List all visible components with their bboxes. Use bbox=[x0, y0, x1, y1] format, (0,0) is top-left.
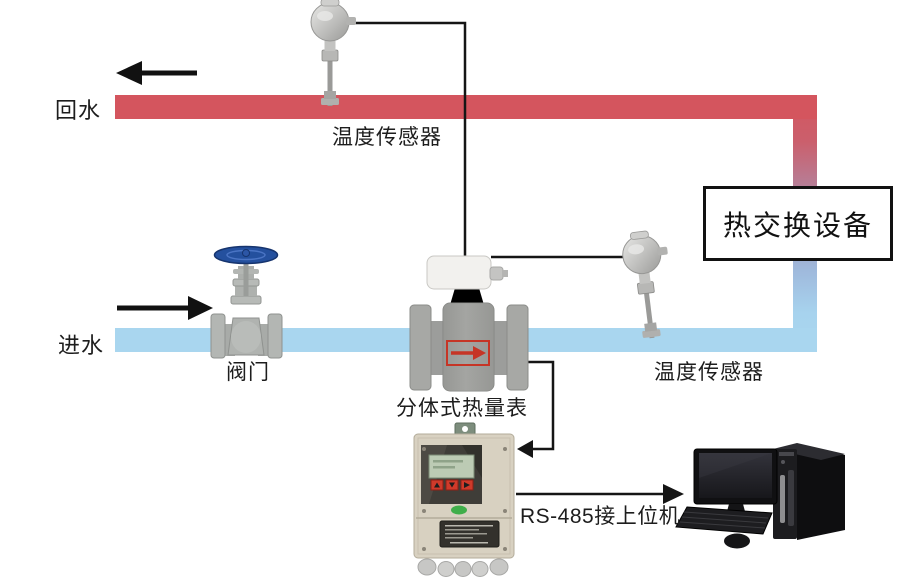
sensor-top-cable bbox=[349, 21, 467, 258]
heat-exchanger-box: 热交换设备 bbox=[703, 186, 893, 261]
gate-valve bbox=[210, 245, 283, 359]
temp-sensor-top bbox=[310, 0, 357, 107]
tower-top bbox=[773, 443, 845, 460]
flow-arrow-right-icon bbox=[117, 296, 213, 320]
temp-sensor-top-label: 温度传感器 bbox=[332, 126, 442, 149]
controller-buttons bbox=[430, 479, 474, 491]
heat-exchanger-label: 热交换设备 bbox=[722, 209, 873, 241]
meter-converter-box bbox=[426, 255, 492, 290]
meter-to-controller-cable bbox=[517, 360, 555, 458]
flow-meter bbox=[409, 255, 529, 392]
inlet-water-label: 进水 bbox=[58, 333, 105, 358]
controller-unit bbox=[413, 422, 515, 577]
monitor-screen bbox=[699, 453, 772, 498]
rs485-label: RS-485接上位机 bbox=[520, 505, 681, 528]
meter-flow-decal bbox=[446, 340, 490, 366]
mouse bbox=[724, 533, 750, 549]
temp-sensor-right bbox=[619, 228, 679, 341]
cable-glands bbox=[417, 558, 509, 577]
flow-arrow-left-icon bbox=[116, 61, 197, 85]
rs485-cable bbox=[516, 484, 684, 504]
heat-meter-label: 分体式热量表 bbox=[396, 397, 528, 420]
temp-sensor-right-label: 温度传感器 bbox=[654, 361, 764, 384]
valve-label: 阀门 bbox=[226, 361, 270, 384]
tower-side bbox=[797, 446, 845, 540]
return-water-label: 回水 bbox=[55, 98, 102, 123]
host-computer bbox=[675, 443, 845, 549]
